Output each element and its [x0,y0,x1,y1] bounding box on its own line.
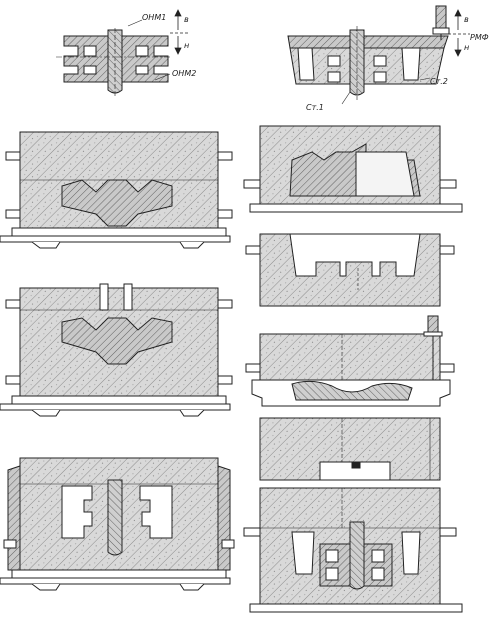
mold-step-c [245,315,455,407]
label-st1: Ст.1 [306,103,324,112]
mold-step-1 [0,131,233,249]
mold-step-d [259,417,441,481]
label-rmf: РМФ [470,33,489,42]
up-arrow-icon [174,9,182,17]
label-onm2: ОНМ2 [172,69,196,78]
up-down-arrows-right [448,9,470,57]
rammer-icon [432,5,450,40]
mold-step-a [243,125,463,213]
mold-step-b [245,233,455,307]
label-up-left: в [184,15,189,24]
mold-step-e [243,487,463,613]
mold-step-2 [0,283,233,417]
up-down-arrows-left [170,9,188,55]
pattern-plate-rmf [287,26,449,105]
label-down-left: н [184,41,189,50]
pattern-onm [56,19,172,96]
rammer-icon [423,315,443,380]
down-arrow-icon [174,47,182,55]
label-onm1: ОНМ1 [142,13,166,22]
mold-step-3 [0,457,235,591]
label-st2: Ст.2 [430,77,448,86]
label-down-right: н [464,43,469,52]
label-up-right: в [464,15,469,24]
